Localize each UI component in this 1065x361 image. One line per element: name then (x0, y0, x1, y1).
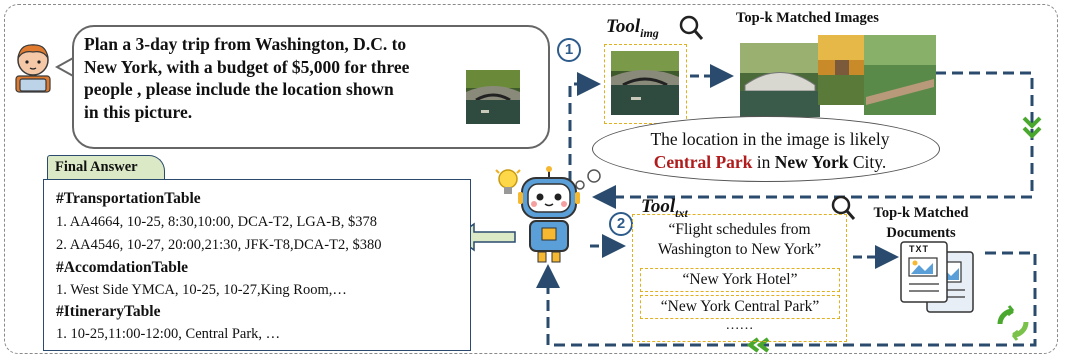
itinerary-heading: #ItineraryTable (56, 303, 161, 320)
title-line: Top-k Matched (873, 205, 969, 221)
tool-img-label: Toolimg (606, 16, 659, 41)
tool-name: Tool (606, 16, 641, 37)
topk-image-strip (740, 35, 936, 117)
transport-row: 2. AA4546, 10-27, 20:00,21:30, JFK-T8,DC… (56, 237, 382, 253)
document-front (900, 241, 948, 303)
step-1-badge: 1 (557, 38, 581, 62)
query-photo (466, 70, 520, 124)
matched-image (818, 35, 866, 105)
input-image-thumbnail (611, 51, 679, 115)
thought-middle: in (752, 152, 775, 172)
tool-subscript: txt (675, 205, 688, 220)
final-answer-panel: #TransportationTable 1. AA4664, 10-25, 8… (43, 179, 471, 351)
thought-bubble (592, 116, 940, 182)
itinerary-row: 1. 10-25,11:00-12:00, Central Park, … (56, 326, 281, 342)
topk-images-title: Top-k Matched Images (736, 10, 879, 26)
thought-line: The location in the image is likely (650, 129, 890, 149)
query-line: Plan a 3-day trip from Washington, D.C. … (84, 34, 407, 54)
accommodation-heading: #AccomdationTable (56, 259, 189, 276)
user-avatar-icon (15, 44, 51, 93)
magnifier-icon (679, 15, 704, 40)
topk-docs-title: Top-k Matched Documents (866, 203, 976, 243)
query-line: “Flight schedules from (668, 221, 811, 238)
tool-img-input-panel (604, 44, 687, 124)
tool-txt-label: Tooltxt (641, 196, 688, 221)
green-chevron-down-icon (1022, 116, 1042, 139)
outer-frame (4, 4, 1058, 354)
text-query-more: …… (725, 318, 754, 333)
matched-image (740, 43, 820, 117)
recycle-icon (997, 305, 1029, 341)
thought-city: New York (774, 152, 849, 172)
thought-location: Central Park (653, 152, 753, 172)
tool-subscript: img (640, 25, 659, 40)
txt-doc-label: TXT (909, 244, 929, 254)
thought-line: Central Park in New York City. (615, 151, 925, 174)
text-query-hotel: “New York Hotel” (640, 268, 840, 292)
title-line: Documents (886, 225, 956, 241)
query-line: New York, with a budget of $5,000 for th… (84, 56, 410, 77)
lightbulb-icon (495, 169, 521, 194)
query-line: in this picture. (84, 101, 193, 122)
step-2-badge: 2 (609, 212, 633, 236)
matched-image (864, 35, 936, 115)
thought-suffix: City. (848, 152, 887, 172)
query-line: people , please include the location sho… (84, 79, 394, 99)
query-line: Washington to New York” (657, 241, 822, 258)
documents-icon (900, 241, 974, 313)
tool-txt-query-panel (632, 214, 847, 342)
text-query-park: “New York Central Park” (640, 295, 840, 319)
arrow-docs-back-to-robot (536, 251, 1037, 347)
bubble-tail (55, 56, 76, 78)
robot-agent-icon (518, 166, 580, 263)
magnifier-icon (831, 195, 856, 220)
text-query-flight: “Flight schedules from Washington to New… (632, 220, 847, 260)
final-answer-tab: Final Answer (47, 155, 165, 179)
thought-text: The location in the image is likely Cent… (615, 128, 925, 174)
accommodation-row: 1. West Side YMCA, 10-25, 10-27,King Roo… (56, 282, 347, 298)
user-query-text: Plan a 3-day trip from Washington, D.C. … (84, 33, 474, 123)
transport-row: 1. AA4664, 10-25, 8:30,10:00, DCA-T2, LG… (56, 214, 378, 230)
tool-name: Tool (641, 196, 676, 217)
thought-dots (575, 169, 601, 190)
transport-heading: #TransportationTable (56, 190, 201, 207)
